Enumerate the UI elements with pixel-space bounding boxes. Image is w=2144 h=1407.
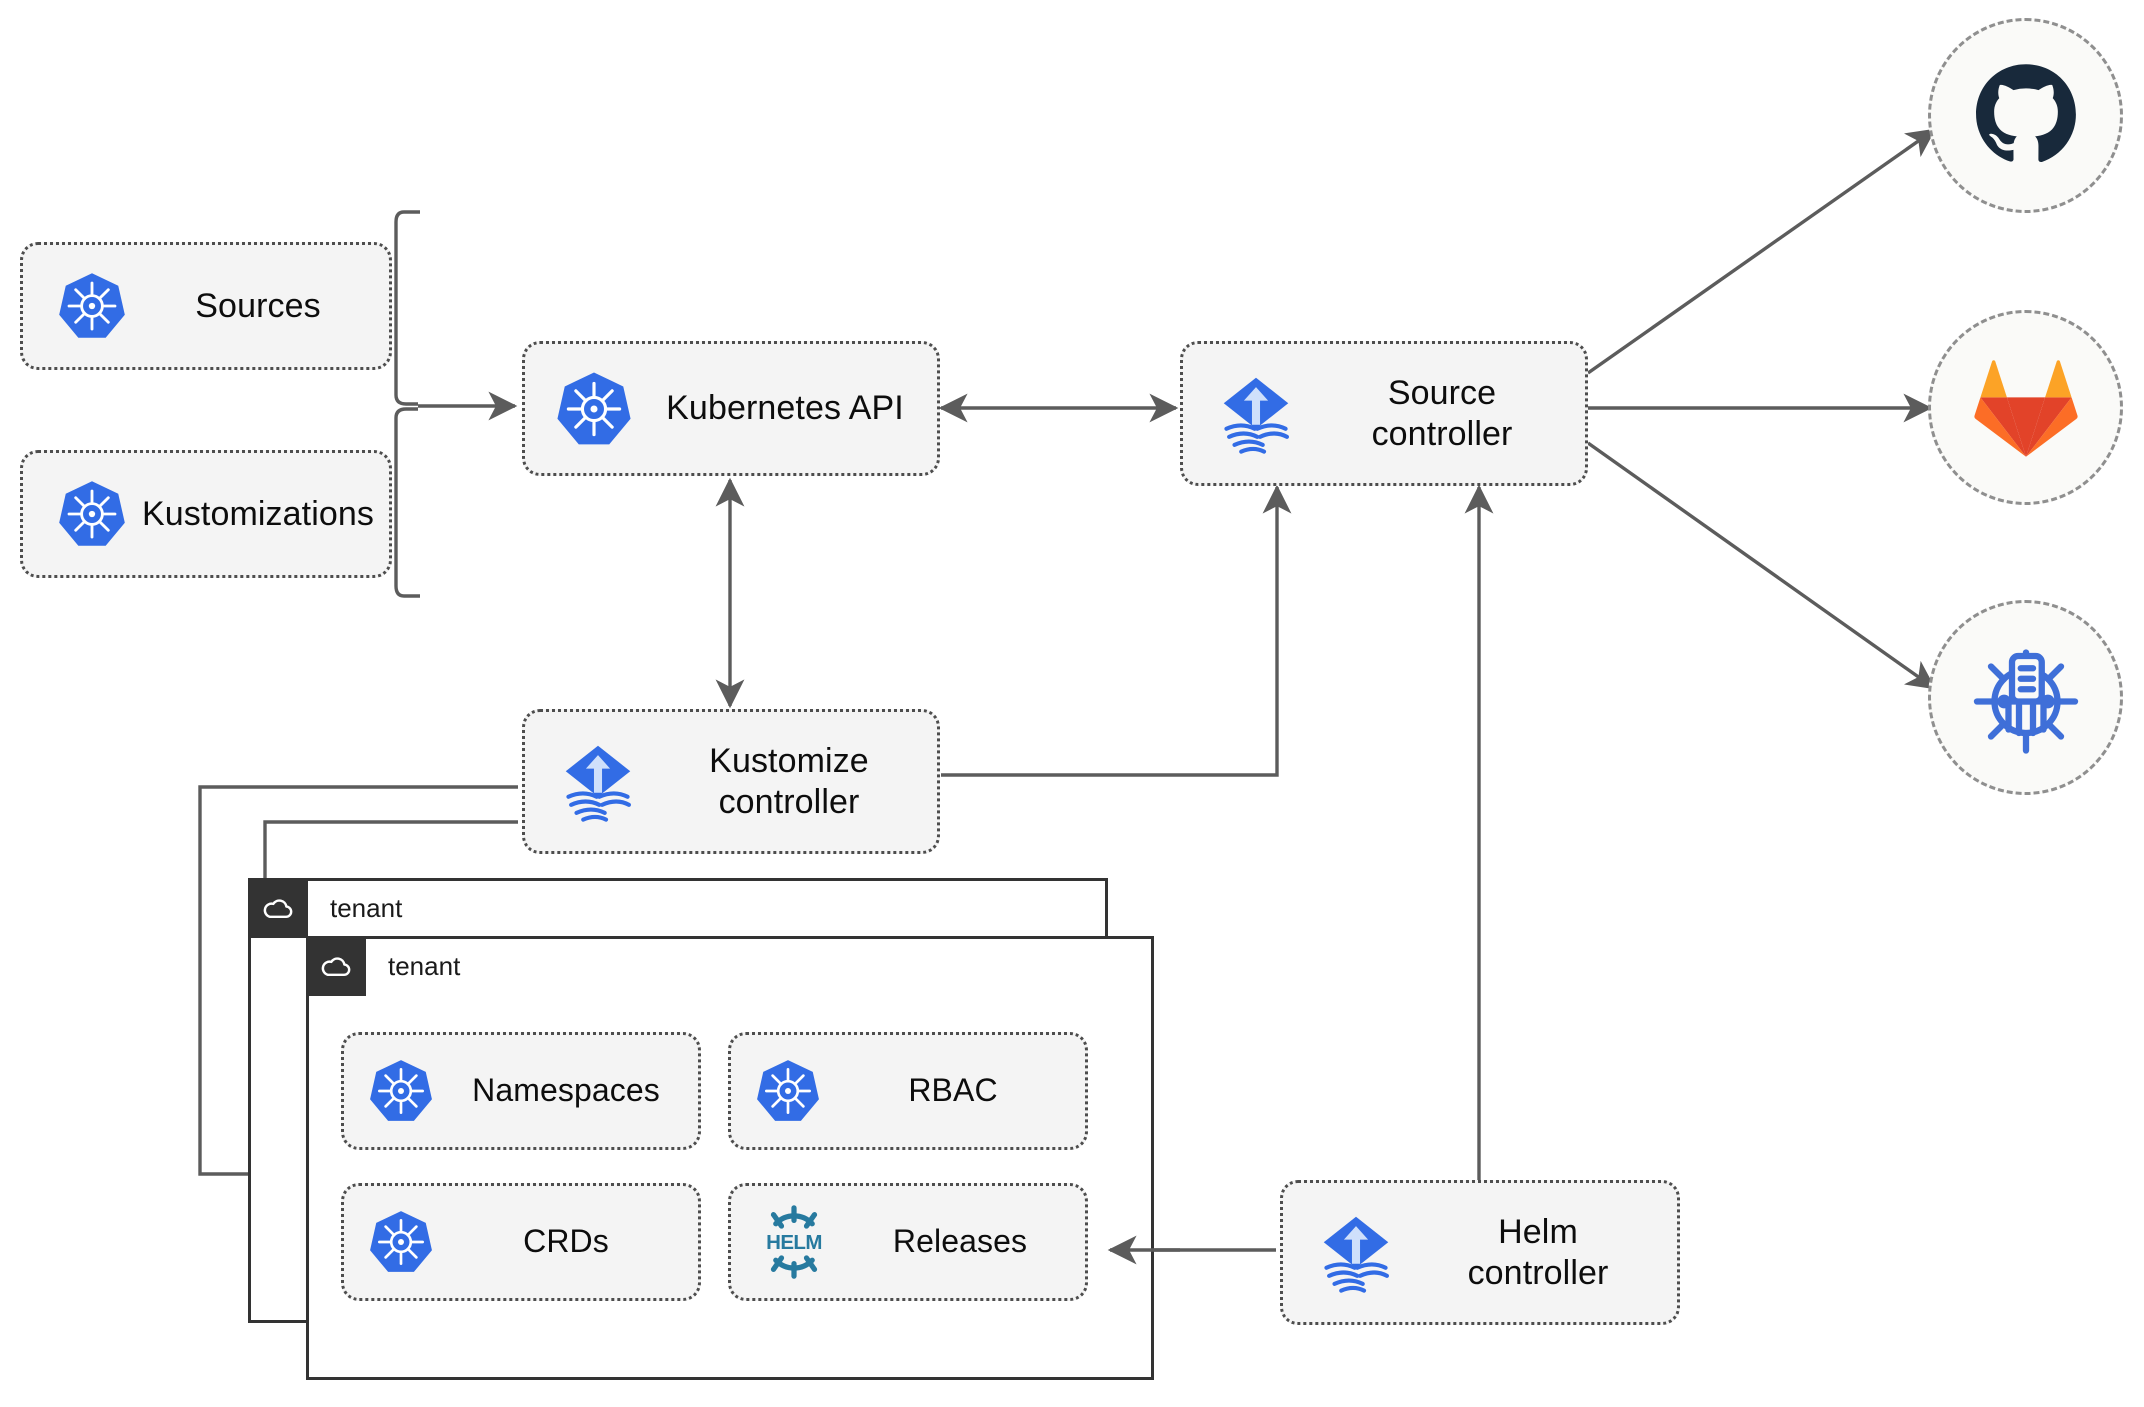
kubernetes-icon — [368, 1058, 434, 1124]
node-kustomizations[interactable]: Kustomizations — [20, 450, 392, 578]
cloud-icon — [306, 936, 366, 996]
tenant-titlebar: tenant — [248, 878, 402, 938]
tenant-container-front[interactable]: tenant — [306, 936, 1154, 1380]
node-source-controller[interactable]: Source controller — [1180, 341, 1588, 486]
gitlab-icon — [1973, 359, 2078, 457]
link-source-controller-to-github — [1587, 128, 1936, 375]
provider-github[interactable] — [1928, 18, 2123, 213]
node-rbac[interactable]: RBAC — [728, 1032, 1088, 1150]
node-kubernetes-api[interactable]: Kubernetes API — [522, 341, 940, 476]
node-label: Sources — [195, 286, 321, 325]
helm-repository-icon — [1973, 648, 2078, 754]
node-crds[interactable]: CRDs — [341, 1183, 701, 1301]
node-label: Helm controller — [1467, 1213, 1609, 1292]
kubernetes-icon — [57, 479, 127, 549]
node-label: CRDs — [523, 1223, 609, 1260]
link-kustomize-to-source-controller — [941, 484, 1292, 777]
node-label: Releases — [892, 1223, 1028, 1260]
node-label: Kustomize controller — [709, 742, 869, 821]
flux-icon — [555, 739, 641, 825]
node-label: Namespaces — [472, 1072, 660, 1109]
node-releases[interactable]: HELM Releases — [728, 1183, 1088, 1301]
flux-icon — [1213, 371, 1299, 457]
kubernetes-icon — [57, 271, 127, 341]
link-resources-bracket-lower — [394, 407, 420, 598]
svg-text:HELM: HELM — [766, 1231, 822, 1254]
tenant-label: tenant — [330, 892, 403, 923]
node-kustomize-controller[interactable]: Kustomize controller — [522, 709, 940, 854]
kubernetes-icon — [368, 1209, 434, 1275]
cloud-icon — [248, 878, 308, 938]
helm-icon: HELM — [753, 1201, 835, 1283]
node-sources[interactable]: Sources — [20, 242, 392, 370]
kubernetes-icon — [555, 370, 633, 448]
node-label: RBAC — [908, 1072, 998, 1109]
node-label: Kustomizations — [142, 494, 374, 533]
node-label: Source controller — [1371, 374, 1513, 453]
tenant-titlebar: tenant — [306, 936, 460, 996]
provider-bucket[interactable] — [1928, 600, 2123, 795]
github-icon — [1975, 63, 2076, 162]
link-resources-bracket — [394, 210, 420, 406]
link-source-controller-to-bucket — [1587, 441, 1936, 690]
kubernetes-icon — [755, 1058, 821, 1124]
node-helm-controller[interactable]: Helm controller — [1280, 1180, 1680, 1325]
tenant-label: tenant — [388, 950, 461, 981]
node-namespaces[interactable]: Namespaces — [341, 1032, 701, 1150]
flux-icon — [1313, 1210, 1399, 1296]
node-label: Kubernetes API — [666, 389, 904, 428]
